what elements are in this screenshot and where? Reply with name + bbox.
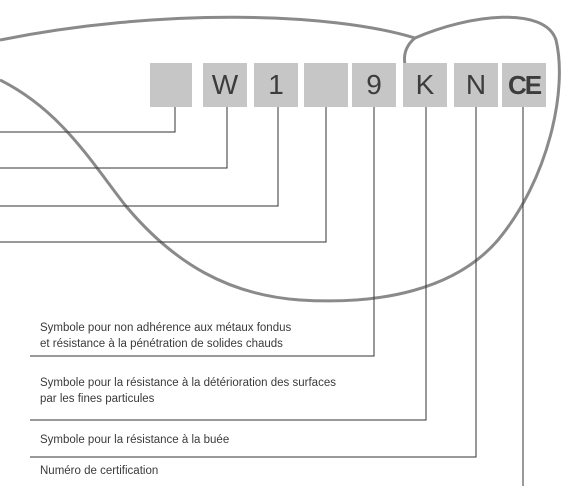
leader-line-box-W — [0, 107, 228, 169]
caption-certification: Numéro de certification — [40, 463, 158, 479]
lens-outline — [0, 15, 561, 303]
marking-box-2: W — [203, 63, 247, 107]
marking-box-4 — [304, 63, 348, 107]
ce-mark-box: CE — [502, 63, 546, 107]
caption-line: par les fines particules — [40, 393, 155, 405]
caption-line: Numéro de certification — [40, 465, 159, 477]
leader-line-box-4 — [0, 107, 327, 243]
caption-molten-metal: Symbole pour non adhérence aux métaux fo… — [40, 320, 291, 352]
caption-fine-particles: Symbole pour la résistance à la détérior… — [40, 375, 336, 407]
lens-outline-top — [0, 15, 416, 42]
marking-box-1 — [150, 63, 192, 107]
caption-line: et résistance à la pénétration de solide… — [40, 338, 283, 350]
leader-line-box-1-digit — [0, 107, 279, 207]
caption-line: Symbole pour la résistance à la détérior… — [40, 377, 336, 389]
caption-line: Symbole pour la résistance à la buée — [40, 434, 230, 446]
leader-line-box-9 — [30, 107, 375, 357]
leader-line-box-N — [30, 107, 477, 458]
marking-box-6: K — [403, 63, 447, 107]
marking-box-5: 9 — [352, 63, 396, 107]
leader-line-box-1 — [0, 107, 176, 133]
marking-box-3: 1 — [254, 63, 298, 107]
leader-line-box-K — [30, 107, 427, 421]
marking-box-7: N — [454, 63, 498, 107]
caption-line: Symbole pour non adhérence aux métaux fo… — [40, 322, 292, 334]
caption-fogging: Symbole pour la résistance à la buée — [40, 432, 229, 448]
